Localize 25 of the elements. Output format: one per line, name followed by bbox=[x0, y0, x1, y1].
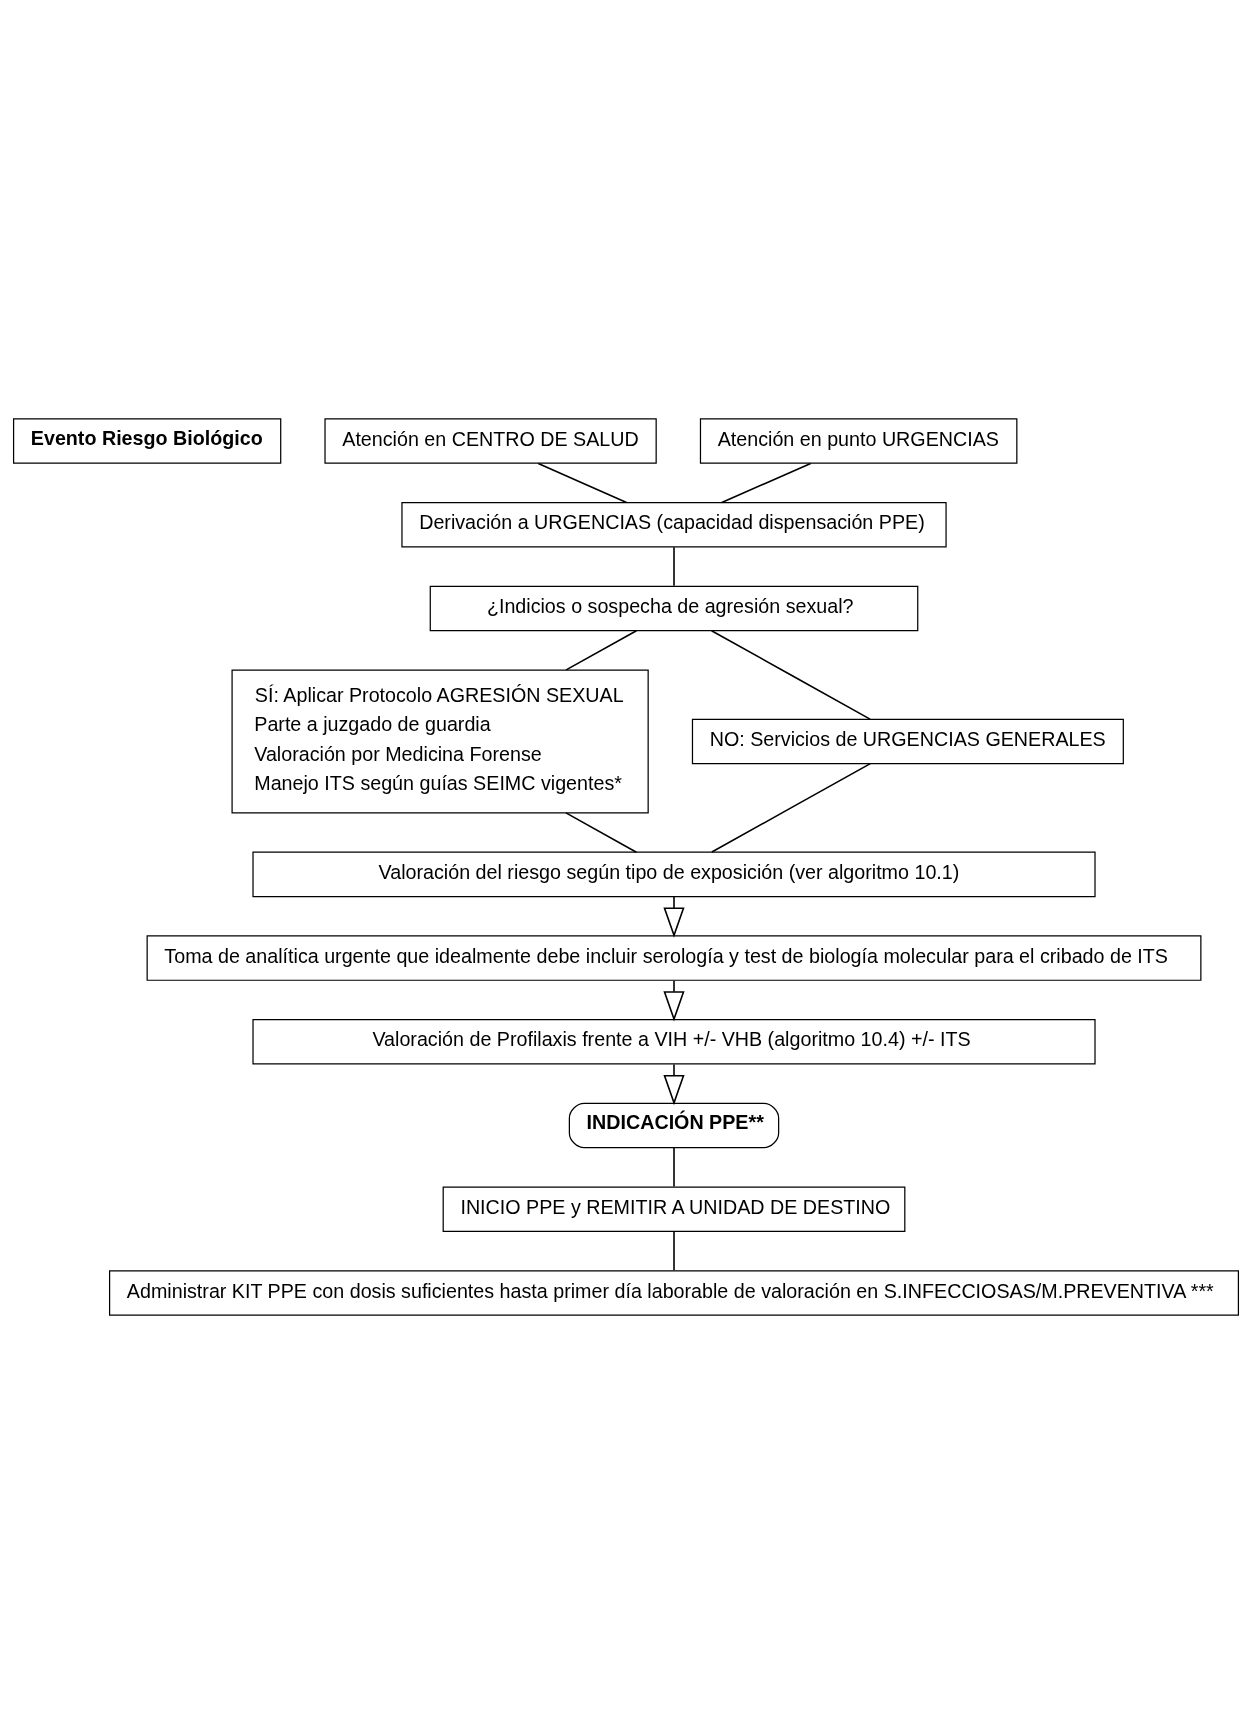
arrow bbox=[663, 895, 685, 938]
node-box: Valoración de Profilaxis frente a VIH +/- VHB (algoritmo 10.4) +/- ITS bbox=[252, 1018, 1096, 1065]
connector bbox=[673, 1230, 675, 1271]
node-box: Atención en punto URGENCIAS bbox=[699, 417, 1018, 464]
connector bbox=[565, 629, 638, 671]
node-box: Toma de analítica urgente que idealmente debe incluir serología y test de biología molecular para el cribado de ITS bbox=[146, 934, 1202, 981]
connector bbox=[710, 629, 871, 720]
node-box: NO: Servicios de URGENCIAS GENERALES bbox=[691, 718, 1124, 764]
node-box: INICIO PPE y REMITIR A UNIDAD DE DESTINO bbox=[442, 1185, 906, 1232]
connector bbox=[711, 762, 872, 853]
node-box: SÍ: Aplicar Protocolo AGRESIÓN SEXUAL Parte a juzgado de guardia Valoración por Medicina Forense Manejo ITS según guías SEIMC vigentes* bbox=[231, 668, 649, 813]
connector bbox=[673, 1146, 675, 1187]
node-box: Administrar KIT PPE con dosis suficientes hasta primer día laborable de valoración en S.INFECCIOSAS/M.PREVENTIVA *** bbox=[109, 1269, 1240, 1316]
node-box: Valoración del riesgo según tipo de exposición (ver algoritmo 10.1) bbox=[252, 851, 1096, 897]
node-box: Derivación a URGENCIAS (capacidad dispensación PPE) bbox=[401, 501, 947, 548]
node-box: Atención en CENTRO DE SALUD bbox=[324, 417, 657, 464]
connector bbox=[721, 462, 812, 503]
connector bbox=[565, 811, 638, 853]
node-box: INDICACIÓN PPE** bbox=[568, 1102, 780, 1148]
arrow bbox=[663, 979, 685, 1021]
node-box: Evento Riesgo Biológico bbox=[12, 417, 282, 464]
connector bbox=[673, 546, 675, 587]
arrow bbox=[663, 1063, 685, 1105]
connector bbox=[537, 462, 628, 503]
node-box: ¿Indicios o sospecha de agresión sexual? bbox=[429, 585, 919, 631]
